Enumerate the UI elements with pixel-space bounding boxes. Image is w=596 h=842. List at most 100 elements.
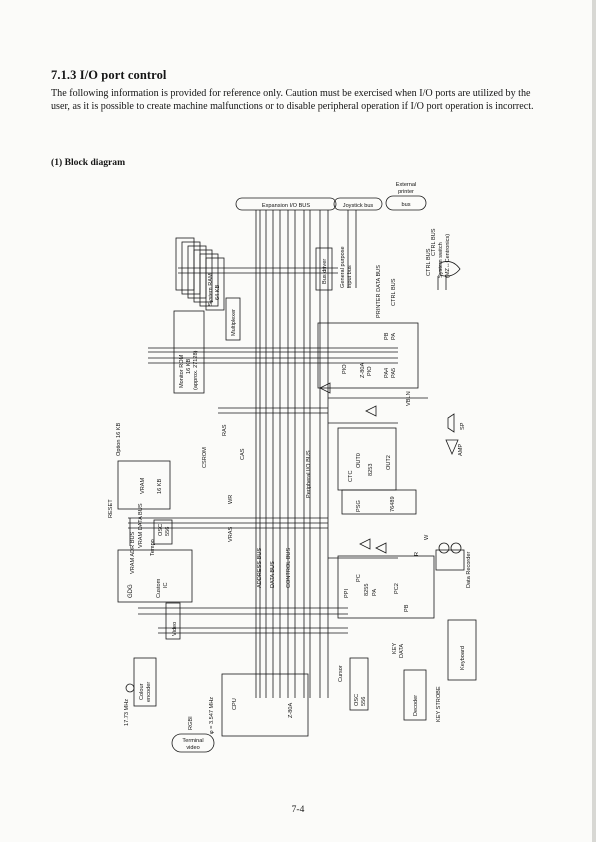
gdg-label: GDG xyxy=(128,584,134,598)
pc-label: PC xyxy=(356,574,362,582)
cas-label: CAS xyxy=(240,448,246,460)
printer-data-bus-label: PRINTER DATA BUS xyxy=(376,265,382,318)
bus-driver-label: Bus driver xyxy=(322,259,328,284)
freq-17-label: 17.73 MHz xyxy=(124,699,130,726)
terminal-label-2: video xyxy=(186,745,199,751)
bus-driver-block xyxy=(315,247,333,291)
block-diagram: External printer bus Expansion I/O BUS J… xyxy=(108,182,477,753)
system-ram-label-2: 64 KB xyxy=(215,284,221,300)
colour-encoder-block xyxy=(133,657,157,707)
vram-data-bus-label: VRAM DATA BUS xyxy=(138,503,144,548)
ppi-label: PPI xyxy=(344,589,350,598)
osc2-label-1: OSC xyxy=(354,694,360,706)
ctrl-bus-mid-label: CTRL BUS xyxy=(391,278,397,306)
custom-label-2: IC xyxy=(163,582,169,588)
data-bus-label: DATA BUS xyxy=(270,561,276,588)
pio-label: PIO xyxy=(342,364,348,374)
ext-printer-label-3: bus xyxy=(401,202,410,208)
vram-label-2: 16 KB xyxy=(157,478,163,494)
pb-label: PB xyxy=(384,332,390,340)
vram-label-1: VRAM xyxy=(140,477,146,494)
psg-label: PSG xyxy=(356,500,362,512)
osc-tempo-block xyxy=(153,519,173,545)
vbln-label: VBLN xyxy=(406,391,412,406)
z80a-pio-label: Z-80A xyxy=(360,362,366,378)
pa4-label: PA4 xyxy=(384,368,390,378)
cpu-label: CPU xyxy=(232,698,238,710)
psg-block xyxy=(341,489,417,515)
ctc-8253-label: 8253 xyxy=(368,464,374,476)
monitor-rom-block xyxy=(173,310,205,394)
w-label: W xyxy=(424,534,430,540)
out0-label: OUT0 xyxy=(356,453,362,468)
monitor-rom-label-2: 16 KB xyxy=(186,358,192,374)
pio-block xyxy=(317,322,419,389)
pa-label: PA xyxy=(391,333,397,340)
page-edge xyxy=(592,0,596,842)
section-title: 7.1.3 I/O port control xyxy=(51,68,167,82)
system-ram-block xyxy=(205,257,225,311)
vras-label: VRAS xyxy=(228,526,234,542)
system-ram-label-1: System RAM xyxy=(208,273,214,306)
cursor-osc-block xyxy=(349,657,369,711)
phi-clock-label: φ = 3.547 MHz xyxy=(209,697,215,734)
cursor-label: Cursor xyxy=(338,665,344,682)
keyboard-label: Keyboard xyxy=(460,646,466,670)
vram-adr-bus-label: VRAM ADR BUS xyxy=(130,531,136,574)
ext-printer-box xyxy=(385,195,427,211)
reset-label: RESET xyxy=(108,499,114,518)
sp-label: SP xyxy=(460,422,466,430)
csrom-label: CSROM xyxy=(202,447,208,468)
multiplexer-block xyxy=(225,297,241,341)
terminal-label-1: Terminal xyxy=(182,738,203,744)
ext-printer-label-2: printer xyxy=(398,189,414,195)
key-data-label-1: KEY xyxy=(392,643,398,654)
data-recorder-block xyxy=(435,549,465,571)
monitor-rom-label-1: Monitor ROM xyxy=(179,354,185,388)
peripheral-bus-label: Peripheral I/O BUS xyxy=(306,450,312,498)
ctrl-bus-top-label: CTRL BUS xyxy=(431,228,437,256)
colour-enc-label-2: encoder xyxy=(146,682,152,702)
data-recorder-label: Data Recorder xyxy=(466,551,472,588)
keyboard-block xyxy=(447,619,477,681)
z80a-pio-label-2: PIO xyxy=(367,366,373,376)
joystick-bus-box xyxy=(333,197,383,211)
gp-input-label-1: General purpose xyxy=(340,246,346,288)
monitor-rom-label-3: (approx. 27128) xyxy=(193,350,199,390)
wr-label: WR xyxy=(228,495,234,504)
custom-label-1: Custom xyxy=(156,578,162,598)
amp-label: AMP xyxy=(458,444,464,456)
multiplexer-label: Multiplexer xyxy=(231,309,237,336)
page-number: 7-4 xyxy=(291,805,305,815)
cpu-block xyxy=(221,673,309,737)
gdg-block xyxy=(117,549,193,603)
rgbi-label: RGBI xyxy=(188,716,194,730)
address-bus-label: ADDRESS BUS xyxy=(257,548,263,588)
colour-enc-label-1: Colour xyxy=(139,683,145,700)
pb-ppi-label: PB xyxy=(404,604,410,612)
z80a-cpu-label: Z-80A xyxy=(288,702,294,718)
ras-label: RAS xyxy=(222,424,228,436)
expansion-bus-label: Expansion I/O BUS xyxy=(262,203,310,209)
key-data-label-2: DATA xyxy=(399,644,405,658)
video-label: Video xyxy=(172,622,178,636)
tempo-label: Tempo xyxy=(150,539,156,556)
osc2-label-2: 556 xyxy=(361,697,367,706)
ext-printer-label-1: External xyxy=(396,182,417,188)
ppi-block xyxy=(337,555,435,619)
terminal-video-box xyxy=(171,733,215,753)
out2-label: OUT2 xyxy=(386,455,392,470)
decoder-label: Decoder xyxy=(413,695,419,716)
ppi-8255-label: 8255 xyxy=(364,584,370,596)
subsection-title: (1) Block diagram xyxy=(51,157,126,168)
pa5-label: PA5 xyxy=(391,368,397,378)
osc-label-1: OSC xyxy=(158,524,164,536)
ctc-label: CTC xyxy=(348,471,354,483)
ctrl-bus-right-label: CTRL BUS xyxy=(426,248,432,276)
pc2-label: PC2 xyxy=(394,583,400,594)
option-16kb-label: Option 16 KB xyxy=(116,422,122,456)
system-switch-label-1: System switch xyxy=(438,242,444,278)
decoder-block xyxy=(403,669,427,721)
intro-paragraph: The following information is provided fo… xyxy=(51,88,534,113)
gp-input-label-2: input bus xyxy=(347,265,353,288)
